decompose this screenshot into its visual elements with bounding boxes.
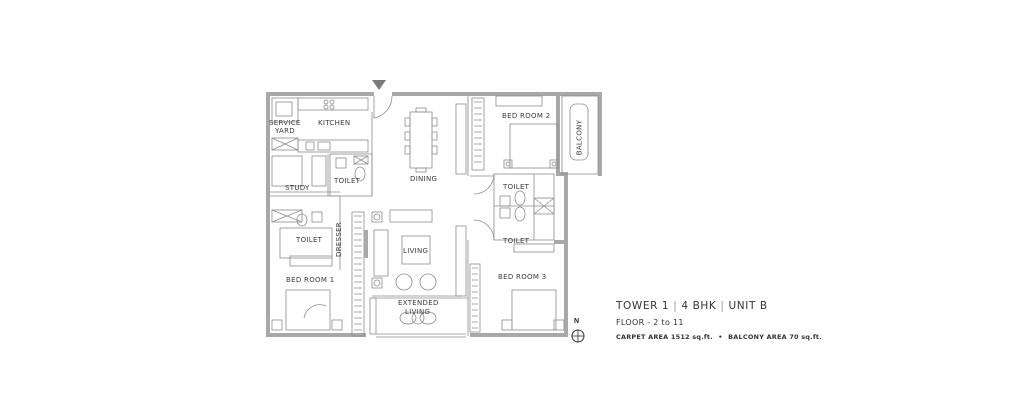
label-dining: DINING — [410, 175, 438, 183]
balcony-area: BALCONY AREA 70 sq.ft. — [728, 333, 822, 341]
label-living: LIVING — [403, 247, 429, 255]
label-toilet-bed1: TOILET — [296, 236, 323, 244]
label-toilet-bed3: TOILET — [503, 237, 530, 245]
label-balcony: BALCONY — [575, 119, 584, 156]
label-bedroom-3: BED ROOM 3 — [498, 273, 547, 281]
unit-title: TOWER 1|4 BHK|UNIT B — [616, 300, 822, 312]
label-service-yard-2: YARD — [275, 127, 295, 135]
compass-north-label: N — [574, 318, 580, 325]
separator: | — [673, 300, 678, 312]
label-bedroom-1: BED ROOM 1 — [286, 276, 335, 284]
label-study: STUDY — [285, 184, 310, 192]
label-extended-living-2: LIVING — [405, 308, 431, 316]
label-dresser: DRESSER — [334, 222, 343, 257]
unit-label: UNIT B — [728, 300, 768, 312]
label-extended-living: EXTENDED — [398, 299, 439, 307]
separator: | — [720, 300, 725, 312]
tower-label: TOWER 1 — [616, 300, 670, 312]
label-bedroom-2: BED ROOM 2 — [502, 112, 551, 120]
label-service-yard: SERVICE — [269, 119, 301, 127]
unit-info: TOWER 1|4 BHK|UNIT B FLOOR - 2 to 11 CAR… — [616, 300, 822, 341]
bhk-label: 4 BHK — [681, 300, 717, 312]
area-info: CARPET AREA 1512 sq.ft. • BALCONY AREA 7… — [616, 333, 822, 341]
carpet-area: CARPET AREA 1512 sq.ft. — [616, 333, 713, 341]
bullet: • — [718, 333, 723, 341]
label-kitchen: KITCHEN — [318, 119, 351, 127]
label-toilet-study: TOILET — [334, 177, 361, 185]
label-toilet-bed2: TOILET — [503, 183, 530, 191]
floor-range: FLOOR - 2 to 11 — [616, 318, 684, 327]
